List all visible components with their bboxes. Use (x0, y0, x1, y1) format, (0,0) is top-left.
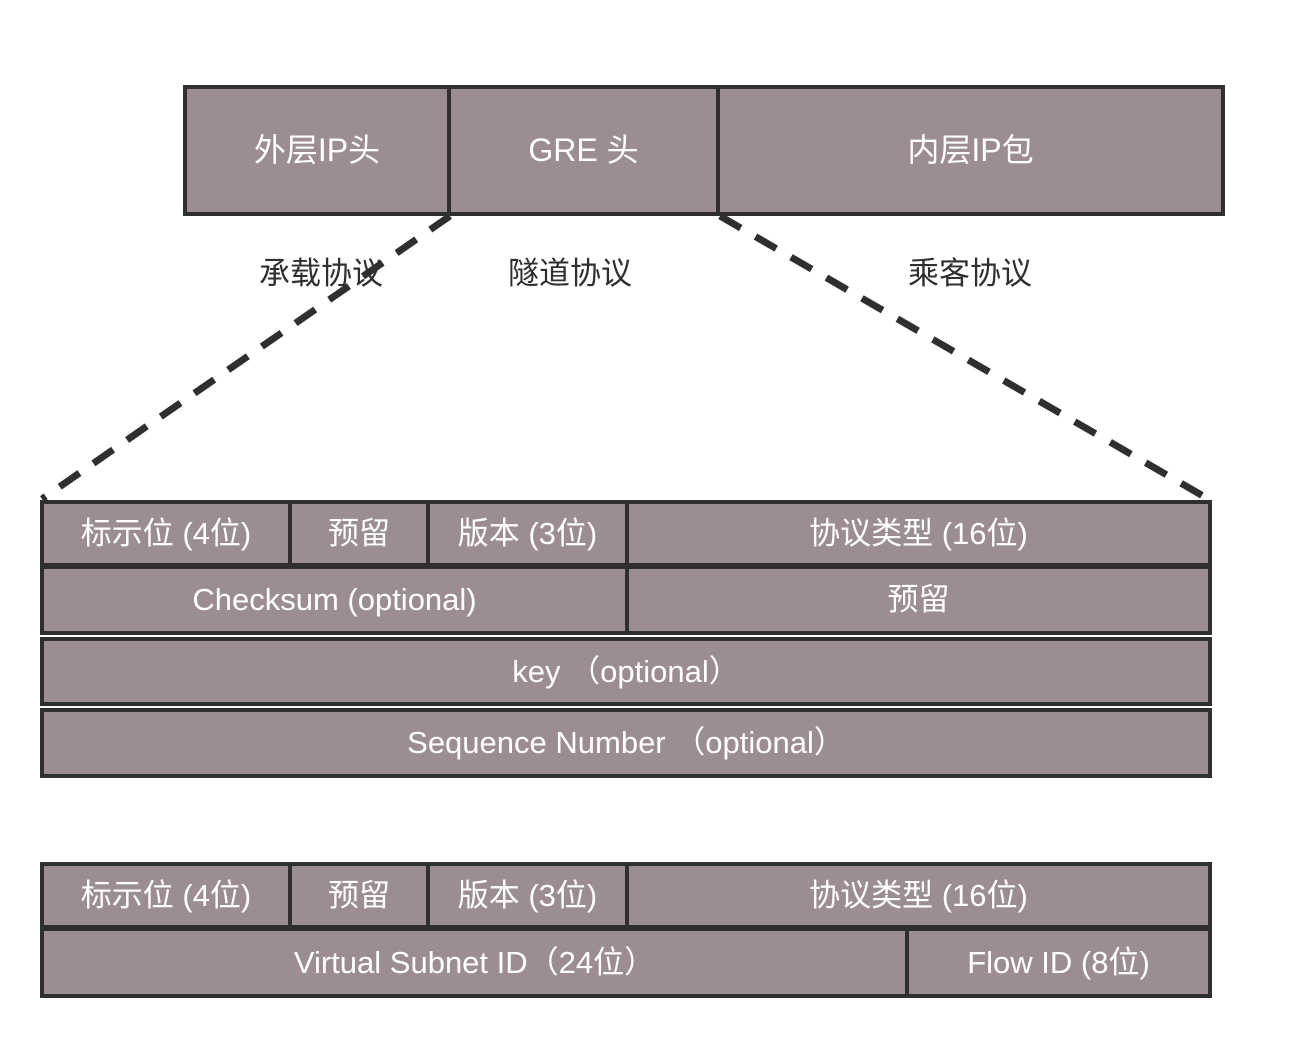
gre-field-version: 版本 (3位) (426, 500, 629, 567)
gre-field-sequence-number: Sequence Number （optional） (40, 708, 1212, 778)
nvgre-field-flow-id: Flow ID (8位) (905, 927, 1212, 998)
nvgre-field-label: 预留 (328, 877, 390, 913)
nvgre-field-label: 协议类型 (16位) (809, 877, 1028, 913)
nvgre-field-virtual-subnet-id: Virtual Subnet ID（24位） (40, 927, 909, 998)
encapsulation-cell-gre-header: GRE 头 (447, 85, 720, 216)
caption-tunnel-protocol: 隧道协议 (508, 256, 632, 291)
caption-passenger-protocol: 乘客协议 (908, 256, 1032, 291)
dashed-connector-left (40, 213, 452, 502)
gre-field-label: 预留 (328, 515, 390, 551)
gre-field-label: 协议类型 (16位) (809, 515, 1028, 551)
gre-field-label: Sequence Number （optional） (407, 725, 845, 761)
gre-field-label: 版本 (3位) (457, 515, 598, 551)
gre-field-flags: 标示位 (4位) (40, 500, 292, 567)
caption-carrier-protocol: 承载协议 (259, 256, 383, 291)
gre-field-label: 预留 (887, 582, 950, 618)
gre-field-label: key （optional） (512, 653, 740, 689)
gre-field-label: 标示位 (4位) (80, 515, 252, 551)
nvgre-field-flags: 标示位 (4位) (40, 862, 292, 929)
nvgre-field-protocol-type: 协议类型 (16位) (625, 862, 1212, 929)
gre-field-label: Checksum (optional) (192, 582, 477, 618)
encapsulation-cell-label: GRE 头 (528, 132, 639, 169)
encapsulation-cell-label: 内层IP包 (907, 132, 1034, 169)
nvgre-field-version: 版本 (3位) (426, 862, 629, 929)
nvgre-field-reserved: 预留 (288, 862, 430, 929)
encapsulation-cell-inner-ip: 内层IP包 (716, 85, 1225, 216)
encapsulation-cell-outer-ip: 外层IP头 (183, 85, 451, 216)
gre-field-protocol-type: 协议类型 (16位) (625, 500, 1212, 567)
gre-field-reserved0: 预留 (288, 500, 430, 567)
nvgre-field-label: 版本 (3位) (457, 877, 598, 913)
nvgre-field-label: Virtual Subnet ID（24位） (293, 944, 656, 980)
nvgre-field-label: 标示位 (4位) (80, 877, 252, 913)
gre-field-checksum: Checksum (optional) (40, 565, 629, 635)
gre-field-key: key （optional） (40, 637, 1212, 706)
nvgre-field-label: Flow ID (8位) (967, 944, 1150, 980)
encapsulation-cell-label: 外层IP头 (253, 132, 381, 169)
gre-field-reserved1: 预留 (625, 565, 1212, 635)
